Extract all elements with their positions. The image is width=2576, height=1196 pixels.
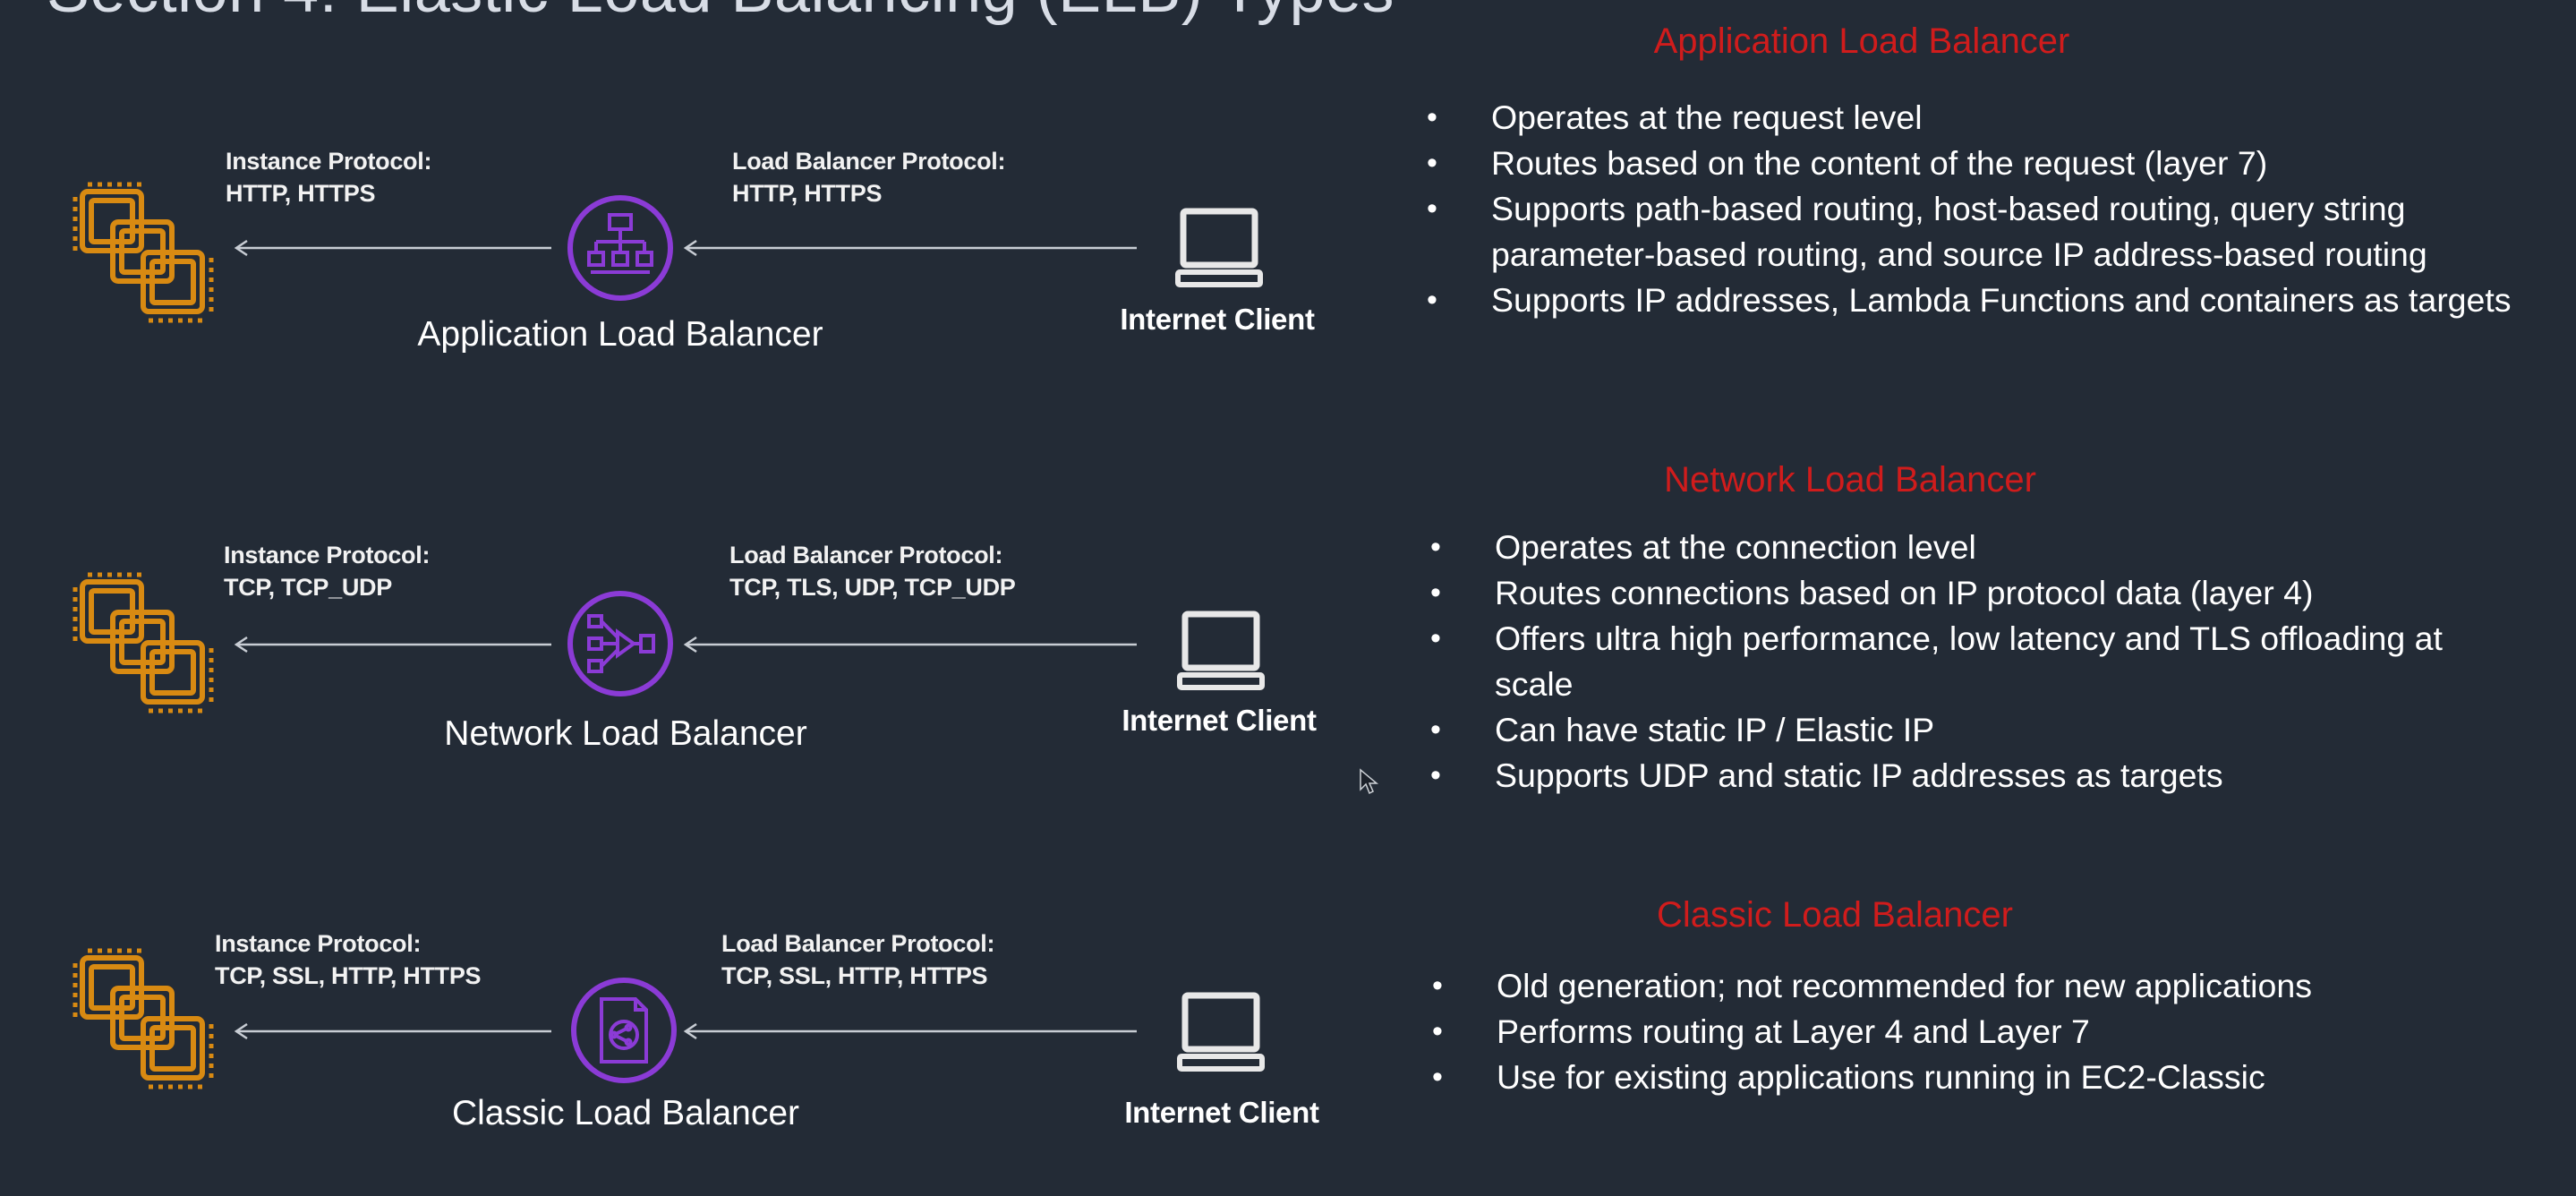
lb-protocol: Load Balancer Protocol: TCP, TLS, UDP, T… — [729, 539, 1016, 603]
alb-diagram: Instance Protocol: HTTP, HTTPS Load Bala… — [0, 143, 1378, 412]
list-item: Routes based on the content of the reque… — [1427, 141, 2519, 186]
mouse-cursor-icon — [1359, 768, 1379, 795]
lb-protocol: Load Balancer Protocol: HTTP, HTTPS — [732, 145, 1005, 209]
instance-protocol-label: Instance Protocol: — [215, 930, 422, 957]
instance-protocol-value: HTTP, HTTPS — [226, 180, 376, 207]
list-item: Use for existing applications running in… — [1432, 1055, 2524, 1100]
client-arrow — [682, 636, 1140, 654]
ec2-instances-chip-icon — [70, 179, 222, 331]
list-item: Offers ultra high performance, low laten… — [1430, 616, 2522, 707]
list-item: Supports UDP and static IP addresses as … — [1430, 753, 2522, 799]
lb-protocol-value: HTTP, HTTPS — [732, 180, 883, 207]
ec2-instances-chip-icon — [70, 945, 222, 1098]
instance-protocol: Instance Protocol: TCP, TCP_UDP — [224, 539, 430, 603]
laptop-icon — [1176, 992, 1266, 1074]
list-item: Operates at the request level — [1427, 95, 2519, 141]
list-item: Operates at the connection level — [1430, 525, 2522, 570]
lb-name: Application Load Balancer — [417, 315, 823, 354]
lb-protocol-value: TCP, TLS, UDP, TCP_UDP — [729, 574, 1016, 601]
network-load-balancer-icon — [566, 589, 675, 698]
classic-load-balancer-icon — [569, 976, 678, 1085]
lb-name: Classic Load Balancer — [451, 1094, 800, 1132]
instance-protocol-value: TCP, SSL, HTTP, HTTPS — [215, 962, 482, 989]
instance-protocol: Instance Protocol: HTTP, HTTPS — [226, 145, 431, 209]
lb-protocol-label: Load Balancer Protocol: — [721, 930, 995, 957]
instance-arrow — [233, 1022, 555, 1040]
list-item: Supports path-based routing, host-based … — [1427, 186, 2519, 278]
laptop-icon — [1174, 208, 1264, 290]
alb-bullet-list: Operates at the request level Routes bas… — [1427, 95, 2519, 323]
client-arrow — [682, 239, 1140, 257]
lb-name: Network Load Balancer — [444, 714, 807, 753]
list-item: Old generation; not recommended for new … — [1432, 963, 2524, 1009]
list-item: Can have static IP / Elastic IP — [1430, 707, 2522, 753]
ec2-instances-chip-icon — [70, 569, 222, 722]
section-heading-alb: Application Load Balancer — [1653, 21, 2070, 61]
instance-arrow — [233, 239, 555, 257]
clb-diagram: Instance Protocol: TCP, SSL, HTTP, HTTPS… — [0, 927, 1378, 1196]
nlb-diagram: Instance Protocol: TCP, TCP_UDP Load Bal… — [0, 539, 1378, 807]
lb-protocol: Load Balancer Protocol: TCP, SSL, HTTP, … — [721, 927, 994, 992]
lb-protocol-label: Load Balancer Protocol: — [732, 148, 1006, 175]
client-label: Internet Client — [1120, 303, 1315, 336]
clb-bullet-list: Old generation; not recommended for new … — [1432, 963, 2524, 1100]
client-arrow — [682, 1022, 1140, 1040]
instance-protocol: Instance Protocol: TCP, SSL, HTTP, HTTPS — [215, 927, 482, 992]
list-item: Supports IP addresses, Lambda Functions … — [1427, 278, 2519, 323]
laptop-icon — [1176, 611, 1266, 693]
list-item: Performs routing at Layer 4 and Layer 7 — [1432, 1009, 2524, 1055]
lb-protocol-label: Load Balancer Protocol: — [729, 542, 1003, 568]
instance-arrow — [233, 636, 555, 654]
application-load-balancer-icon — [566, 193, 675, 303]
lb-protocol-value: TCP, SSL, HTTP, HTTPS — [721, 962, 988, 989]
section-heading-nlb: Network Load Balancer — [1664, 460, 2036, 500]
instance-protocol-value: TCP, TCP_UDP — [224, 574, 392, 601]
slide-title: Section 4: Elastic Load Balancing (ELB) … — [47, 0, 1395, 27]
client-label: Internet Client — [1124, 1096, 1319, 1129]
section-heading-clb: Classic Load Balancer — [1657, 895, 2013, 935]
instance-protocol-label: Instance Protocol: — [224, 542, 431, 568]
nlb-bullet-list: Operates at the connection level Routes … — [1430, 525, 2522, 799]
client-label: Internet Client — [1122, 704, 1317, 737]
instance-protocol-label: Instance Protocol: — [226, 148, 432, 175]
list-item: Routes connections based on IP protocol … — [1430, 570, 2522, 616]
